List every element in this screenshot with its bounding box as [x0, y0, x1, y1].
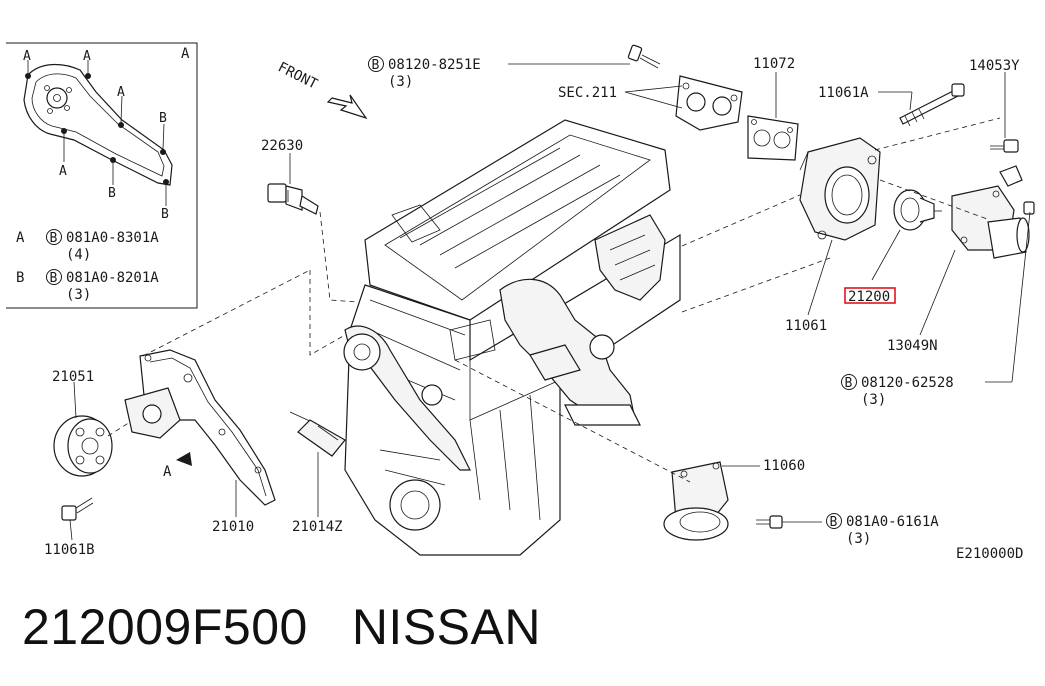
svg-text:08120-62528: 08120-62528 — [861, 375, 954, 391]
inset-tag-a4: A — [59, 164, 67, 179]
label-11061B: 11061B — [44, 542, 95, 558]
inset-corner-label: A — [181, 46, 190, 62]
bolt-11061B — [61, 497, 94, 521]
svg-text:081A0-8301A: 081A0-8301A — [66, 230, 159, 246]
diagram-code: E210000D — [956, 546, 1023, 562]
highlight-21200 — [844, 287, 896, 304]
water-pump-21010 — [124, 349, 276, 506]
label-21010: 21010 — [212, 519, 254, 535]
bolt-08120-8251E — [627, 44, 661, 69]
sec211-flange — [675, 75, 743, 131]
bolt-callout-62528: B 08120-62528 (3) — [841, 374, 954, 408]
svg-text:A: A — [163, 464, 172, 480]
inset-bolt-point-b1 — [160, 149, 166, 155]
svg-text:081A0-6161A: 081A0-6161A — [846, 514, 939, 530]
sealant-21014Z — [289, 411, 346, 457]
label-22630: 22630 — [261, 138, 303, 154]
svg-text:B: B — [16, 270, 24, 286]
inset-tag-a2: A — [83, 49, 91, 64]
inset-tag-b2: B — [108, 186, 116, 201]
svg-text:(4): (4) — [66, 247, 91, 263]
inset-bolt-point-a4 — [61, 128, 67, 134]
svg-text:B: B — [845, 376, 853, 391]
inset-tag-a3: A — [117, 85, 125, 100]
inset-tag-b3: B — [161, 207, 169, 222]
svg-text:FRONT: FRONT — [275, 59, 320, 93]
housing-11060 — [663, 461, 729, 541]
water-outlet-13049N — [951, 185, 1035, 259]
label-11060: 11060 — [763, 458, 805, 474]
label-11061A: 11061A — [818, 85, 869, 101]
svg-text:(3): (3) — [861, 392, 886, 408]
bolt-14053Y — [990, 139, 1023, 187]
bolt-081A0-6161A — [756, 515, 783, 529]
engine-block — [343, 119, 681, 556]
inset-bolt-point-a2 — [85, 73, 91, 79]
parts-diagram: A A A A B B B A — [6, 42, 1035, 562]
svg-text:08120-8251E: 08120-8251E — [388, 57, 481, 73]
sensor-22630 — [267, 183, 319, 215]
view-a-marker: A — [163, 452, 192, 480]
inset-bolt-point-a3 — [118, 122, 124, 128]
assembly-guides — [107, 117, 1001, 483]
label-14053Y: 14053Y — [969, 58, 1020, 74]
stud-11061A — [899, 83, 965, 127]
part-caption: 212009F500 NISSAN — [22, 598, 541, 656]
inset-detail: A A A A B B B A — [6, 42, 198, 309]
inset-tag-b1: B — [159, 111, 167, 126]
housing-11061 — [799, 137, 881, 241]
label-11072: 11072 — [753, 56, 795, 72]
svg-text:B: B — [830, 515, 838, 530]
inset-bolt-point-a1 — [25, 73, 31, 79]
label-13049N: 13049N — [887, 338, 938, 354]
inset-legend-a: A B 081A0-8301A (4) — [16, 229, 159, 263]
label-21200: 21200 — [848, 289, 890, 305]
svg-text:(3): (3) — [66, 287, 91, 303]
svg-text:B: B — [372, 58, 380, 73]
pulley-21051 — [53, 415, 113, 477]
bolt-callout-8251E: B 08120-8251E (3) — [368, 56, 481, 90]
svg-text:A: A — [16, 230, 25, 246]
inset-tag-a1: A — [23, 49, 31, 64]
label-sec211: SEC.211 — [558, 85, 617, 101]
front-arrow: FRONT — [275, 59, 368, 120]
inset-gasket — [23, 64, 173, 186]
inset-bolt-point-b2 — [110, 157, 116, 163]
svg-text:B: B — [50, 271, 58, 286]
inset-bolt-point-b3 — [163, 179, 169, 185]
brand-name: NISSAN — [351, 599, 541, 655]
label-21051: 21051 — [52, 369, 94, 385]
svg-text:B: B — [50, 231, 58, 246]
thermostat-21200 — [893, 189, 942, 231]
part-number: 212009F500 — [22, 599, 308, 655]
inset-legend-b: B B 081A0-8201A (3) — [16, 269, 159, 303]
bolt-callout-6161A: B 081A0-6161A (3) — [826, 513, 939, 547]
svg-text:081A0-8201A: 081A0-8201A — [66, 270, 159, 286]
label-21014Z: 21014Z — [292, 519, 343, 535]
leader-lines — [69, 63, 1031, 541]
svg-text:(3): (3) — [846, 531, 871, 547]
label-11061: 11061 — [785, 318, 827, 334]
gasket-11072 — [747, 115, 799, 161]
svg-text:(3): (3) — [388, 74, 413, 90]
